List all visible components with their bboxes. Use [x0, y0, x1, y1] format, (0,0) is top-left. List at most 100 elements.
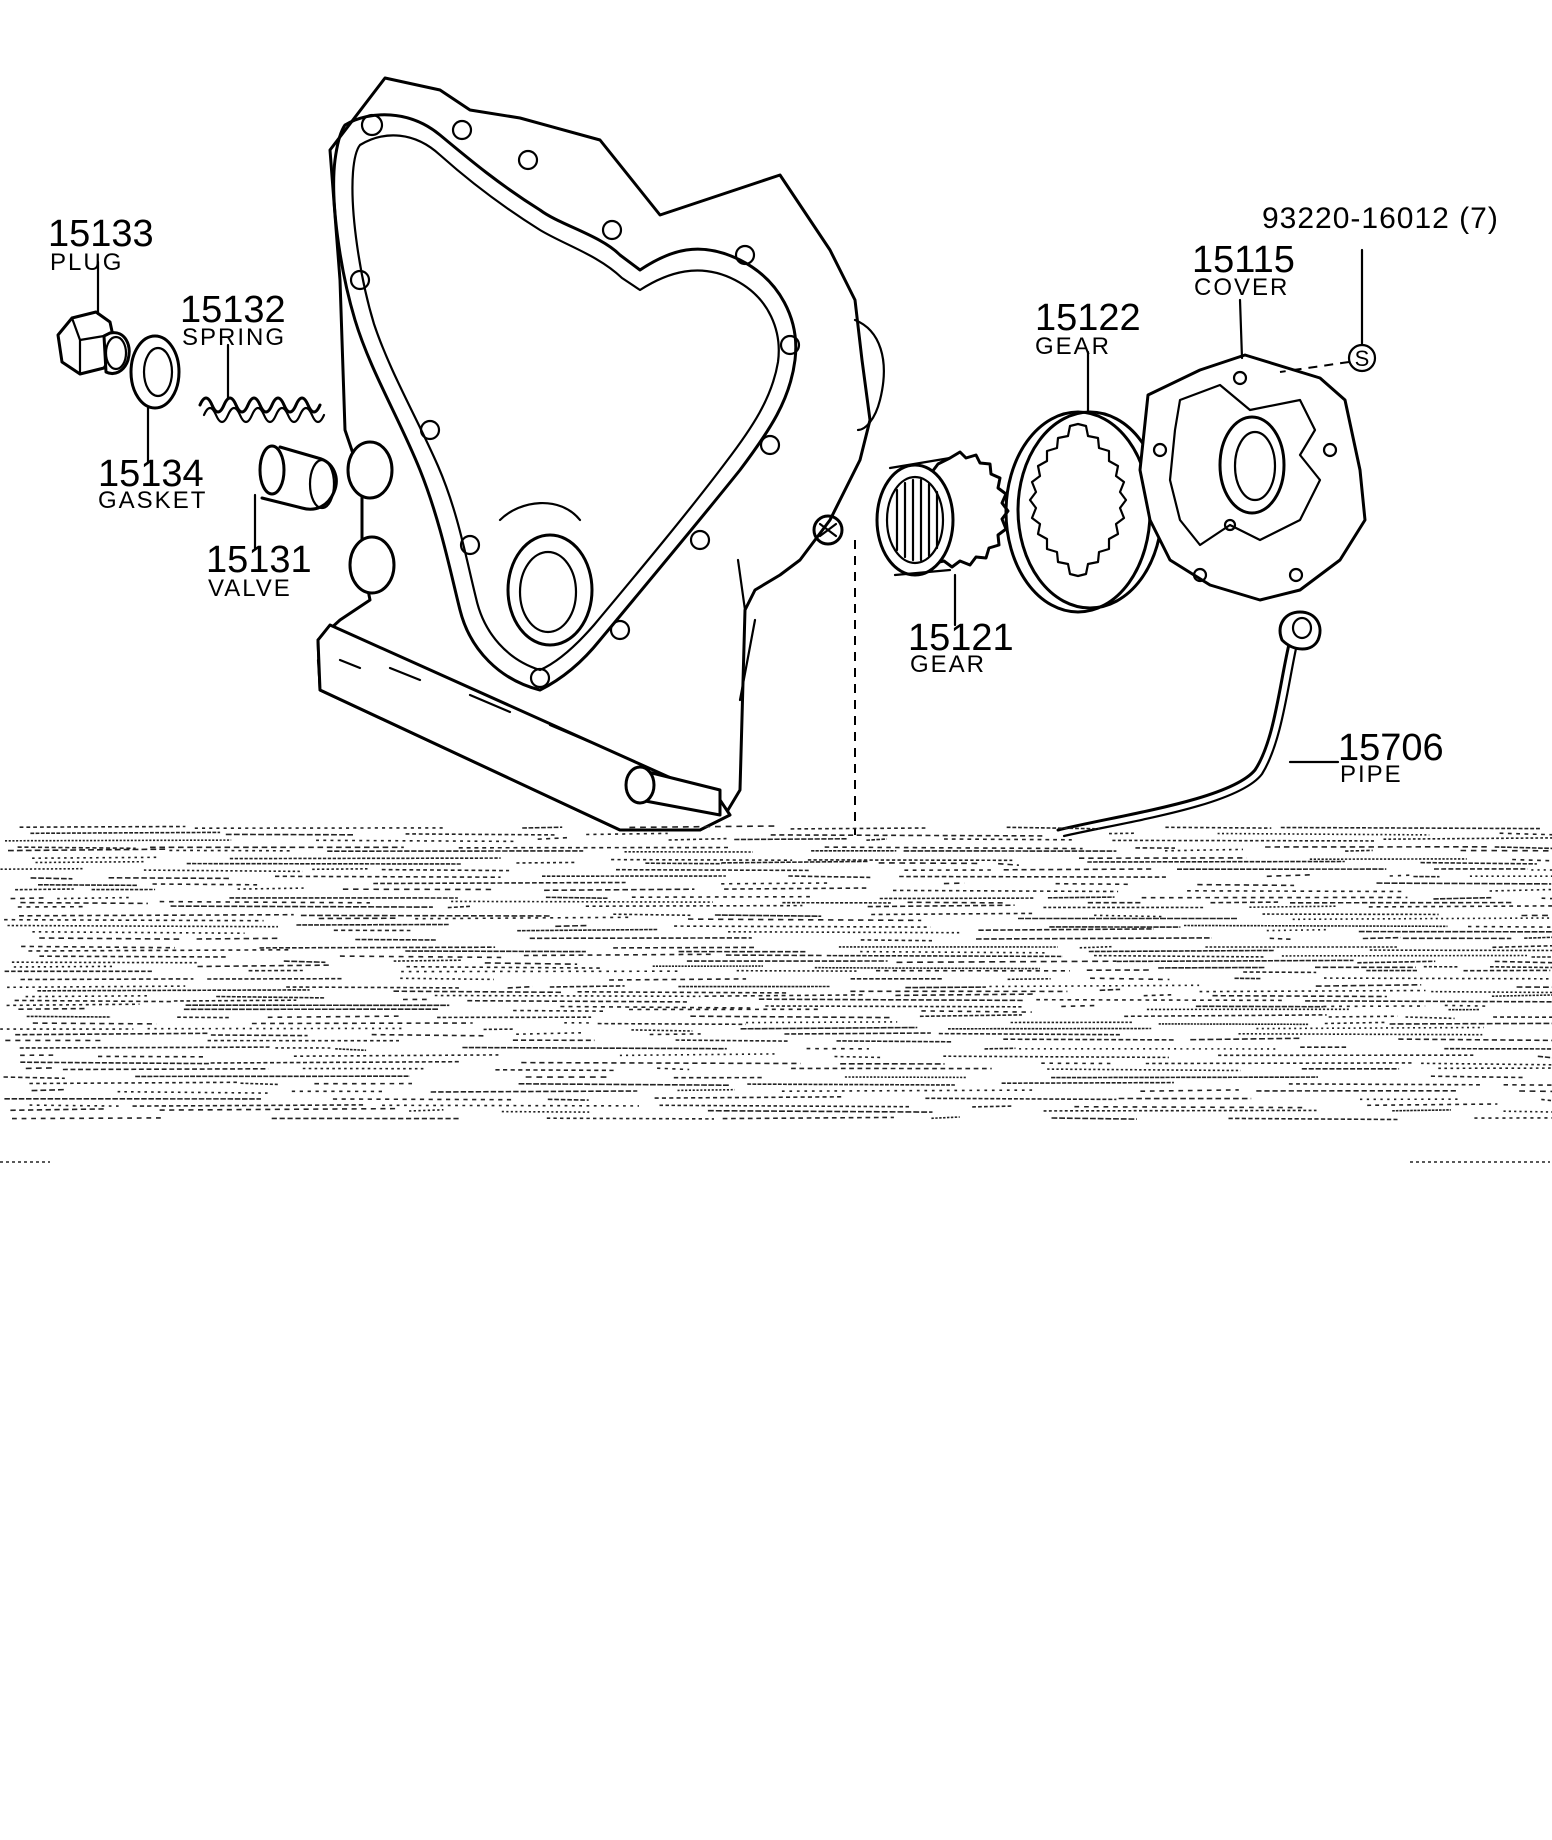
scan-noise-line: [20, 1061, 210, 1065]
scan-noise-line: [1430, 1075, 1524, 1079]
scan-noise-line: [1392, 1109, 1451, 1112]
scan-noise-line: [1143, 994, 1172, 997]
scan-noise-line: [17, 846, 136, 850]
cover-name: COVER: [1194, 274, 1289, 301]
scan-noise-line: [523, 953, 713, 957]
scan-noise-line: [20, 978, 194, 981]
scan-noise-line: [332, 1098, 512, 1101]
scan-noise-line: [283, 960, 326, 964]
plug-number: 15133: [48, 213, 154, 255]
scan-noise-line: [335, 1048, 367, 1052]
scan-noise-line: [1061, 1004, 1097, 1008]
scan-noise-line: [866, 838, 887, 841]
scan-noise-line: [229, 857, 501, 860]
scan-noise-line: [405, 833, 555, 836]
scan-noise-line: [1433, 896, 1492, 900]
scan-noise-line: [1199, 989, 1426, 993]
scan-noise-line: [1492, 945, 1552, 949]
scan-noise-line: [867, 904, 1015, 908]
scan-noise-line: [25, 1067, 54, 1070]
scan-noise-line: [15, 1032, 209, 1036]
scan-noise-line: [393, 959, 462, 962]
scan-noise-line: [826, 954, 1063, 958]
scan-noise-line: [984, 1047, 1016, 1050]
scan-noise-line: [1088, 949, 1275, 953]
driven-gear-part: [1004, 410, 1164, 614]
scan-noise-line: [11, 1117, 164, 1120]
scan-noise-line: [746, 1021, 898, 1024]
scan-noise-line: [1269, 937, 1293, 941]
scan-noise-line: [609, 978, 747, 981]
scan-noise-band: [0, 825, 1552, 1163]
scan-noise-line: [1006, 826, 1100, 830]
scan-noise-line: [159, 900, 370, 904]
scan-noise-line: [30, 831, 221, 835]
scan-noise-line: [159, 1107, 399, 1111]
scan-noise-line: [734, 838, 847, 841]
scan-noise-line: [495, 1069, 617, 1072]
scan-noise-line: [895, 993, 1034, 997]
scan-noise-line: [1001, 1081, 1174, 1084]
screw-symbol-s: S: [1355, 346, 1370, 371]
scan-noise-line: [740, 1026, 918, 1030]
scan-noise-line: [675, 1039, 790, 1042]
scan-noise-line: [747, 1083, 955, 1086]
scan-noise-line: [836, 1040, 952, 1043]
scan-noise-line: [1238, 1033, 1483, 1036]
scan-noise-line: [1051, 1076, 1319, 1079]
scan-noise-line: [907, 901, 1005, 904]
gasket-name: GASKET: [98, 487, 207, 514]
scan-noise-line: [1405, 1016, 1455, 1020]
scan-noise-line: [21, 945, 175, 949]
scan-noise-line: [1323, 977, 1552, 980]
scan-noise-line: [586, 832, 668, 836]
scan-noise-line: [758, 998, 1024, 1002]
scan-noise-line: [1140, 1089, 1239, 1092]
scan-noise-line: [339, 955, 502, 959]
scan-noise-line: [1357, 960, 1436, 964]
scan-noise-line: [585, 904, 803, 908]
scan-noise-line: [972, 1105, 1012, 1108]
scan-noise-line: [860, 950, 1047, 954]
scan-noise-line: [29, 1081, 239, 1085]
scan-noise-line: [1389, 1022, 1552, 1025]
scan-noise-line: [415, 916, 631, 920]
scan-noise-line: [517, 928, 659, 932]
scan-noise-line: [687, 918, 922, 922]
plug-name: PLUG: [50, 249, 123, 276]
scan-noise-line: [1183, 924, 1448, 928]
screw-symbol-circle: [1347, 343, 1377, 373]
scan-noise-line: [522, 826, 563, 829]
scan-noise-line: [784, 1032, 931, 1035]
gasket-number: 15134: [98, 453, 204, 495]
scan-noise-line: [32, 856, 160, 859]
scan-noise-line: [1079, 945, 1114, 949]
scan-noise-line: [728, 930, 960, 934]
scan-noise-line: [998, 862, 1019, 866]
driven-gear-name: GEAR: [1035, 333, 1111, 360]
scan-noise-line: [11, 961, 198, 964]
scan-noise-line: [1055, 882, 1130, 886]
scan-noise-line: [14, 999, 172, 1003]
scan-noise-line: [19, 1046, 270, 1049]
scan-noise-line: [20, 901, 148, 905]
scan-noise-line: [721, 860, 869, 864]
scan-noise-line: [1099, 988, 1121, 992]
scan-noise-line: [1512, 858, 1552, 862]
scan-noise-line: [1249, 905, 1337, 908]
scan-noise-line: [286, 986, 462, 989]
scan-noise-line: [197, 964, 332, 968]
scan-noise-line: [721, 882, 830, 885]
valve-part: [258, 444, 338, 511]
scan-noise-line: [1362, 936, 1401, 940]
scan-noise-line: [555, 924, 588, 928]
scan-noise-line: [1431, 990, 1552, 994]
scan-noise-line: [312, 868, 370, 871]
scan-noise-line: [781, 1089, 1035, 1092]
scan-noise-line: [613, 913, 692, 917]
timing-cover-housing: [316, 76, 885, 832]
scan-noise-line: [1288, 1083, 1482, 1086]
scan-noise-line: [152, 883, 258, 886]
scan-noise-line: [860, 939, 933, 942]
scan-noise-line: [921, 1010, 1032, 1013]
